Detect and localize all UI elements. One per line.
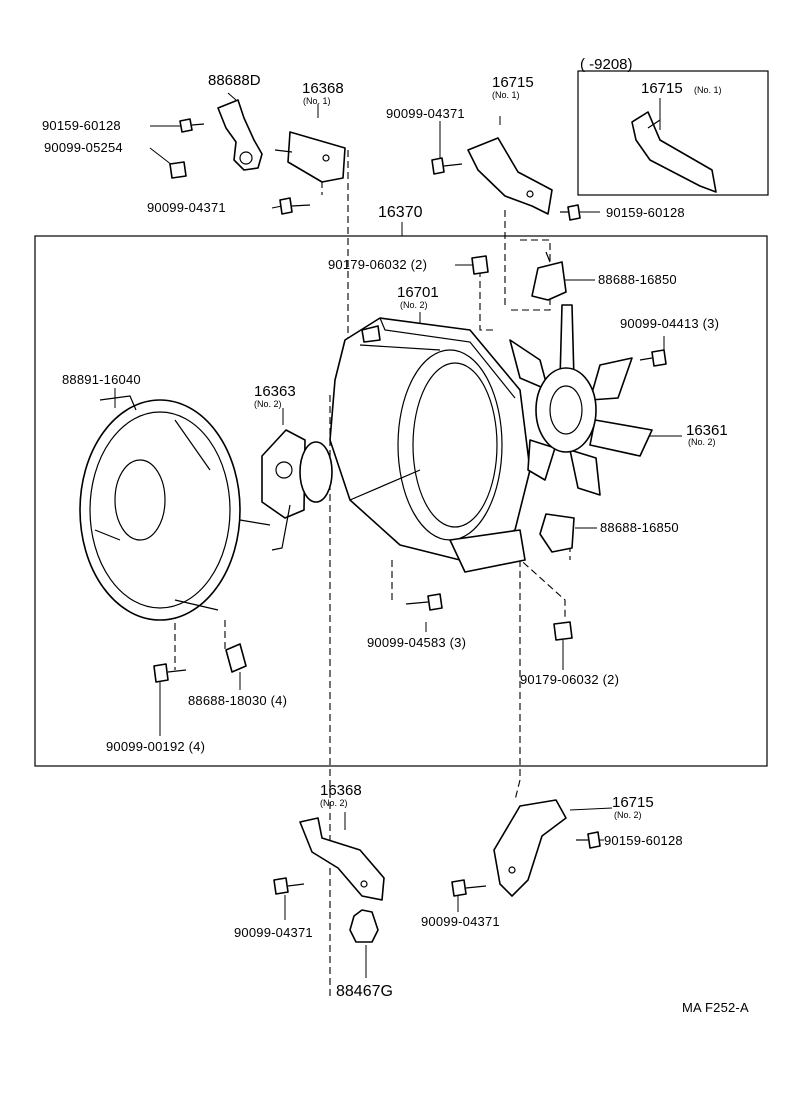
bracket-16715-no1 (467, 137, 553, 215)
stopper-88467g (349, 909, 379, 943)
bolt-90099-04371-c (273, 877, 305, 895)
label-16715-top-note: (No. 1) (492, 90, 520, 100)
label-16701: 16701 (397, 284, 439, 301)
cooling-fan-16361 (509, 304, 653, 496)
assembly-frame-16370 (34, 235, 768, 767)
clip-88688-18030 (225, 643, 247, 673)
label-90179-06032-a: 90179-06032 (2) (328, 257, 428, 272)
label-16368-top-note: (No. 1) (303, 96, 331, 106)
nut-90179-06032-a (471, 255, 489, 275)
bolt-90159-60128-c (576, 831, 601, 849)
label-88688-16850-b: 88688-16850 (600, 520, 679, 535)
label-90099-04371-c: 90099-04371 (234, 925, 313, 940)
label-16363: 16363 (254, 383, 296, 400)
bolt-90159-60128-a (179, 118, 205, 133)
label-16715-bot-note: (No. 2) (614, 810, 642, 820)
inset-range-label: ( -9208) (580, 56, 633, 73)
bracket-16368-no1 (274, 131, 346, 183)
label-16715-top: 16715 (492, 74, 534, 91)
label-88688-18030: 88688-18030 (4) (188, 693, 288, 708)
nut-90099-05254 (169, 161, 187, 179)
label-90099-00192: 90099-00192 (4) (106, 739, 206, 754)
label-16368-bot: 16368 (320, 782, 362, 799)
fan-motor-16363 (261, 429, 333, 551)
label-90099-04583: 90099-04583 (3) (367, 635, 467, 650)
bolt-90099-04371-b (431, 157, 463, 175)
label-16361-note: (No. 2) (688, 437, 716, 447)
label-16363-note: (No. 2) (254, 399, 282, 409)
mount-88688-16850-a (531, 251, 567, 301)
label-16370: 16370 (378, 204, 423, 221)
bolt-90099-04371-d (451, 879, 487, 897)
figure-code: MA F252-A (682, 1000, 749, 1015)
bolt-90159-60128-b (560, 204, 581, 221)
inset-part-note: (No. 1) (694, 85, 722, 95)
bracket-16715-no2 (493, 799, 567, 897)
label-90099-04371-b: 90099-04371 (386, 106, 465, 121)
bracket-88688d (217, 99, 263, 171)
label-16715-bot: 16715 (612, 794, 654, 811)
inset-bracket-16715 (631, 111, 717, 193)
label-16368-bot-note: (No. 2) (320, 798, 348, 808)
nut-90179-06032-b (553, 621, 573, 641)
inset-frame (577, 70, 769, 196)
label-88891-16040: 88891-16040 (62, 372, 141, 387)
label-90099-04371-d: 90099-04371 (421, 914, 500, 929)
bracket-16368-no2 (299, 817, 385, 901)
label-90159-60128-c: 90159-60128 (604, 833, 683, 848)
fan-88891-16040 (79, 395, 271, 621)
label-90099-05254: 90099-05254 (44, 140, 123, 155)
label-90159-60128-b: 90159-60128 (606, 205, 685, 220)
bolt-90099-00192 (153, 663, 187, 683)
label-88688-16850-a: 88688-16850 (598, 272, 677, 287)
label-90179-06032-b: 90179-06032 (2) (520, 672, 620, 687)
bolt-90099-04413 (639, 349, 667, 367)
label-88688d: 88688D (208, 72, 261, 89)
label-90099-04413: 90099-04413 (3) (620, 316, 720, 331)
bolt-90099-04371-a (279, 197, 311, 215)
label-16361: 16361 (686, 422, 728, 439)
label-16701-note: (No. 2) (400, 300, 428, 310)
label-88467g: 88467G (336, 983, 393, 1000)
inset-part-number: 16715 (641, 80, 683, 97)
leader-lines (114, 92, 682, 978)
bolt-90099-04583 (405, 593, 443, 611)
fan-shroud-16701 (329, 317, 531, 573)
label-90159-60128-a: 90159-60128 (42, 118, 121, 133)
mount-88688-16850-b (539, 513, 575, 553)
label-90099-04371-a: 90099-04371 (147, 200, 226, 215)
label-16368-top: 16368 (302, 80, 344, 97)
